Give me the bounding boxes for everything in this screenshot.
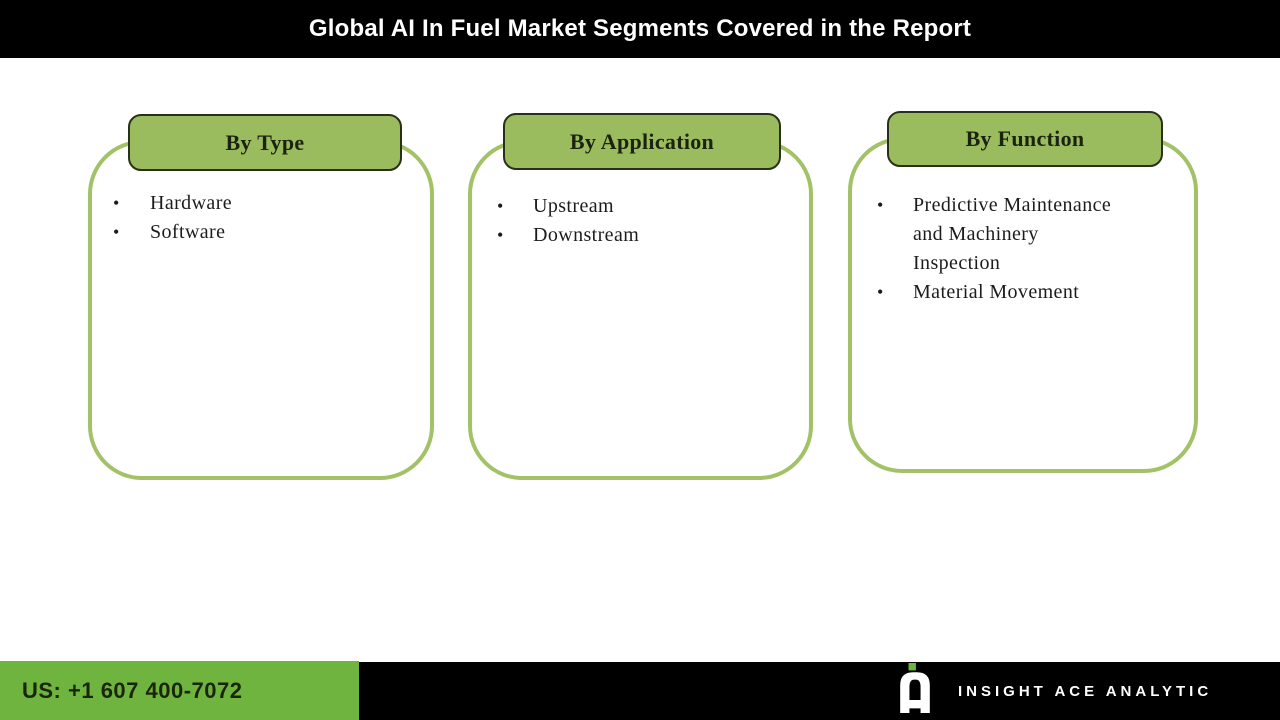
list-item-label: Hardware — [150, 192, 233, 214]
list-item: • Predictive Maintenance and Machinery I… — [877, 191, 1186, 278]
bullet-icon: • — [497, 196, 504, 216]
segment-card-by-type: • Hardware • Software — [88, 140, 434, 480]
segment-card-by-function: • Predictive Maintenance and Machinery I… — [848, 137, 1198, 473]
list-item-label: Predictive Maintenance and Machinery Ins… — [913, 194, 1112, 274]
bullet-icon: • — [113, 193, 120, 213]
segment-tab-by-application: By Application — [503, 113, 781, 170]
phone-label: US: +1 607 400-7072 — [22, 677, 243, 703]
logo-green-dot — [908, 663, 916, 671]
segment-item-list: • Predictive Maintenance and Machinery I… — [852, 141, 1194, 307]
list-item-label: Software — [150, 221, 226, 243]
insight-ace-logo — [900, 663, 930, 713]
phone-band: US: +1 607 400-7072 — [0, 661, 359, 720]
list-item: • Material Movement — [877, 278, 1186, 307]
segment-tab-by-type: By Type — [128, 114, 402, 171]
segment-tab-by-function: By Function — [887, 111, 1163, 167]
logo-a-glyph — [900, 672, 930, 713]
list-item-label: Material Movement — [913, 281, 1080, 303]
bullet-icon: • — [113, 222, 120, 242]
brand-label: INSIGHT ACE ANALYTIC — [958, 682, 1213, 700]
header-bar: Global AI In Fuel Market Segments Covere… — [0, 0, 1280, 58]
list-item-label: Upstream — [533, 195, 614, 217]
bullet-icon: • — [877, 195, 884, 215]
list-item: • Hardware — [113, 189, 422, 218]
segment-item-list: • Hardware • Software — [92, 144, 430, 247]
list-item: • Software — [113, 218, 422, 247]
page-title: Global AI In Fuel Market Segments Covere… — [308, 15, 972, 42]
bullet-icon: • — [877, 282, 884, 302]
list-item: • Downstream — [497, 221, 801, 250]
list-item-label: Downstream — [533, 224, 640, 246]
list-item: • Upstream — [497, 192, 801, 221]
segment-card-by-application: • Upstream • Downstream — [468, 140, 813, 480]
segment-item-list: • Upstream • Downstream — [472, 144, 809, 250]
bullet-icon: • — [497, 225, 504, 245]
